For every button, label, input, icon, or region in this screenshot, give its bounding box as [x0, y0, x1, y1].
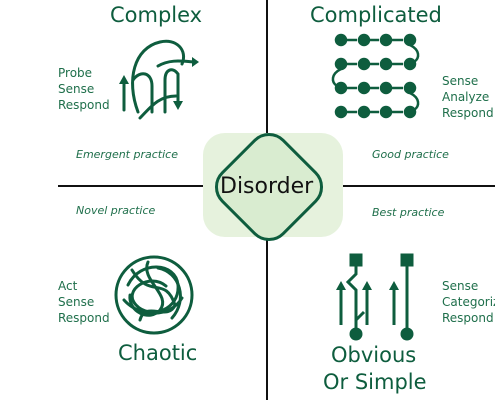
complex-practice: Emergent practice: [76, 148, 178, 161]
complicated-steps: Sense Analyze Respond: [442, 73, 494, 121]
disorder-diamond: [214, 132, 324, 242]
chaotic-title: Chaotic: [118, 341, 198, 365]
obvious-step-1: Sense: [442, 279, 479, 293]
obvious-steps: Sense Categorize Respond: [442, 278, 495, 326]
complicated-step-2: Analyze: [442, 90, 490, 104]
chaotic-steps: Act Sense Respond: [58, 278, 110, 326]
complicated-step-3: Respond: [442, 106, 494, 120]
straight-arrows-icon: [336, 253, 414, 341]
complicated-title: Complicated: [310, 3, 442, 27]
complex-title: Complex: [110, 3, 203, 27]
complex-step-1: Probe: [58, 66, 93, 80]
obvious-title-line1: Obvious: [331, 343, 417, 367]
chaotic-step-1: Act: [58, 279, 78, 293]
chaotic-practice: Novel practice: [76, 204, 156, 217]
chaotic-step-3: Respond: [58, 311, 110, 325]
dot-flow-arrows-icon: [331, 33, 420, 119]
complex-step-2: Sense: [58, 82, 95, 96]
obvious-title-line2: Or Simple: [323, 370, 427, 394]
obvious-step-2: Categorize: [442, 295, 495, 309]
chaotic-step-2: Sense: [58, 295, 95, 309]
complex-steps: Probe Sense Respond: [58, 65, 110, 113]
obvious-step-3: Respond: [442, 311, 494, 325]
complicated-step-1: Sense: [442, 74, 479, 88]
swirl-arrows-icon: [119, 39, 199, 120]
obvious-practice: Best practice: [372, 206, 445, 219]
complex-step-3: Respond: [58, 98, 110, 112]
tangled-circle-icon: [114, 255, 194, 335]
complicated-practice: Good practice: [372, 148, 449, 161]
disorder-label: Disorder: [220, 174, 314, 199]
